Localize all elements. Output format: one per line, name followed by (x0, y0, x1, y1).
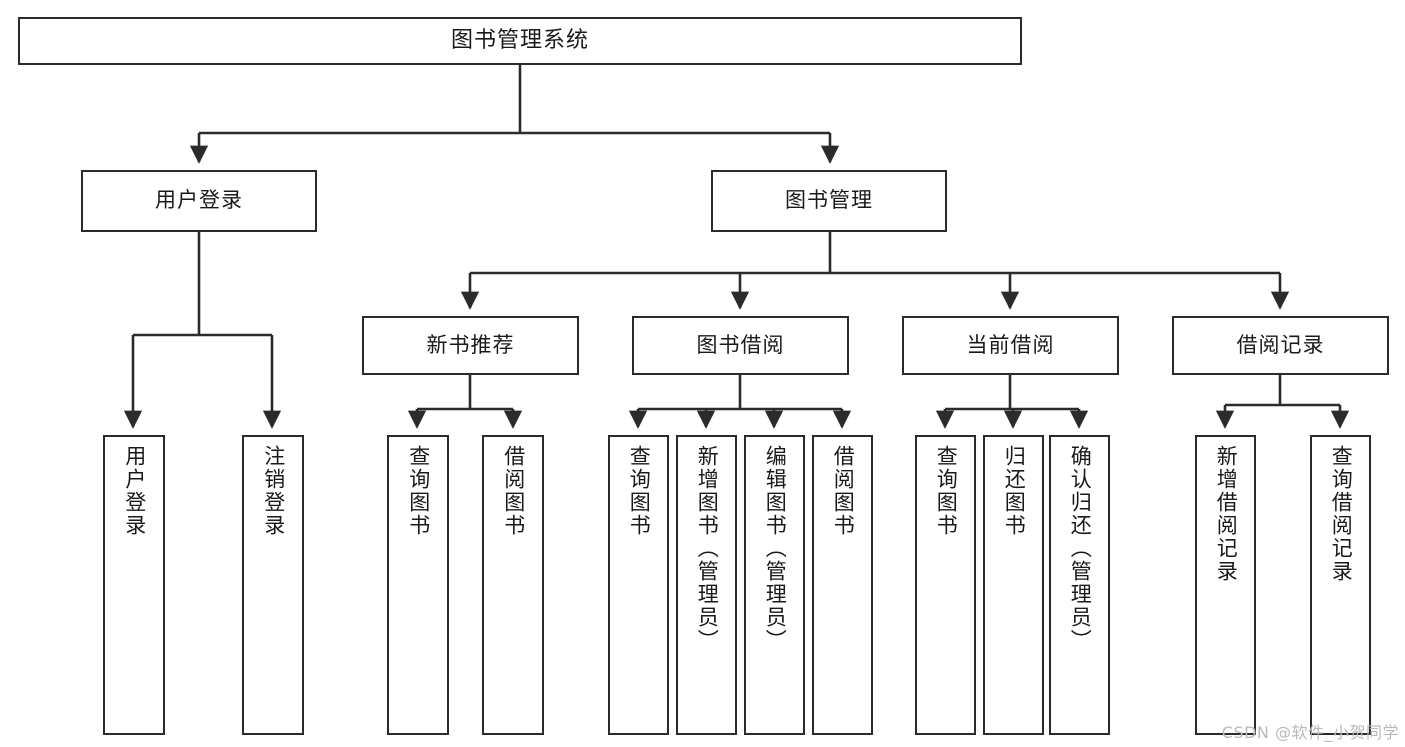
node-new-book-recommend-label: 新书推荐 (426, 332, 515, 357)
leaf-borrow-book-recommend[interactable]: 借阅图书 (482, 435, 544, 735)
node-borrow-records[interactable]: 借阅记录 (1172, 316, 1389, 375)
leaf-add-book-admin-label: 新增图书（管理员） (695, 445, 720, 652)
node-new-book-recommend[interactable]: 新书推荐 (362, 316, 579, 375)
node-current-borrow-label: 当前借阅 (966, 332, 1055, 357)
node-user-login-label: 用户登录 (155, 188, 243, 213)
leaf-borrow-book[interactable]: 借阅图书 (812, 435, 873, 735)
leaf-edit-book-admin[interactable]: 编辑图书（管理员） (744, 435, 805, 735)
node-book-borrow-label: 图书借阅 (696, 332, 785, 357)
leaf-query-book-recommend[interactable]: 查询图书 (387, 435, 449, 735)
node-borrow-records-label: 借阅记录 (1236, 332, 1325, 357)
node-root-label: 图书管理系统 (450, 27, 589, 53)
leaf-query-book-recommend-label: 查询图书 (406, 445, 431, 537)
leaf-user-login[interactable]: 用户登录 (103, 435, 165, 735)
node-user-login[interactable]: 用户登录 (81, 170, 317, 232)
leaf-query-borrow-record[interactable]: 查询借阅记录 (1310, 435, 1371, 735)
leaf-add-book-admin[interactable]: 新增图书（管理员） (676, 435, 737, 735)
node-book-management-label: 图书管理 (785, 188, 873, 213)
leaf-user-login-label: 用户登录 (122, 445, 147, 537)
leaf-edit-book-admin-label: 编辑图书（管理员） (763, 445, 788, 652)
node-book-management[interactable]: 图书管理 (711, 170, 947, 232)
leaf-borrow-book-recommend-label: 借阅图书 (501, 445, 526, 537)
leaf-confirm-return-admin-label: 确认归还（管理员） (1068, 445, 1093, 652)
node-current-borrow[interactable]: 当前借阅 (902, 316, 1119, 375)
leaf-confirm-return-admin[interactable]: 确认归还（管理员） (1049, 435, 1110, 735)
node-book-borrow[interactable]: 图书借阅 (632, 316, 849, 375)
leaf-add-borrow-record-label: 新增借阅记录 (1214, 445, 1239, 583)
leaf-return-book[interactable]: 归还图书 (983, 435, 1044, 735)
leaf-query-book-borrow-label: 查询图书 (627, 445, 652, 537)
leaf-query-book-borrow[interactable]: 查询图书 (608, 435, 669, 735)
leaf-query-book-current[interactable]: 查询图书 (915, 435, 976, 735)
leaf-borrow-book-label: 借阅图书 (831, 445, 856, 537)
leaf-add-borrow-record[interactable]: 新增借阅记录 (1195, 435, 1256, 735)
leaf-query-book-current-label: 查询图书 (934, 445, 959, 537)
leaf-return-book-label: 归还图书 (1002, 445, 1027, 537)
leaf-query-borrow-record-label: 查询借阅记录 (1329, 445, 1354, 583)
leaf-logout-label: 注销登录 (261, 445, 286, 537)
leaf-logout[interactable]: 注销登录 (242, 435, 304, 735)
watermark: CSDN @软件_小贺同学 (1221, 723, 1399, 742)
node-root[interactable]: 图书管理系统 (18, 17, 1022, 65)
